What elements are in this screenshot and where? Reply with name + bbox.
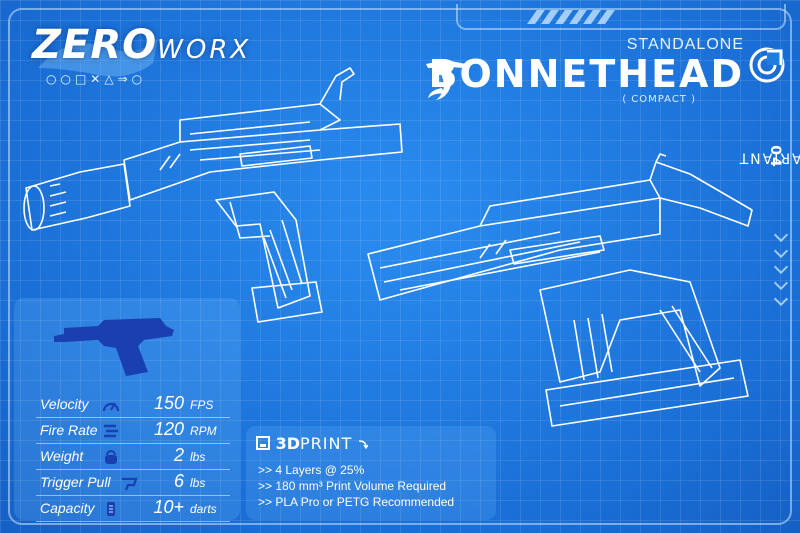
print-word: PRINT — [300, 434, 353, 453]
print-panel: 3DPRINT >> 4 Layers @ 25% >> 180 mm³ Pri… — [246, 426, 496, 520]
stat-label: Velocity — [40, 396, 89, 412]
stat-weight: Weight 2 lbs — [24, 445, 230, 470]
stat-value: 10+ — [153, 497, 184, 517]
title-eyebrow: STANDALONE — [626, 36, 744, 53]
zeroworx-logo: ZEROWORX ○○□✕△⇒○ — [20, 22, 260, 92]
print-heading: 3DPRINT — [256, 434, 369, 453]
frame-tab — [456, 4, 786, 30]
blaster-drawing-side — [367, 153, 753, 427]
logo-thin-text: WORX — [157, 35, 252, 65]
stat-value: 120 — [153, 419, 184, 439]
arrow-down-icon — [358, 440, 369, 450]
kettlebell-icon — [105, 450, 117, 464]
logo-symbols: ○○□✕△⇒○ — [46, 72, 147, 86]
hazard-stripes — [527, 10, 615, 24]
stat-label: Trigger Pull — [40, 474, 111, 490]
speedometer-icon — [102, 402, 120, 412]
blaster-drawing-angled — [23, 67, 403, 323]
print-prefix: 3D — [275, 434, 300, 453]
shark-watermark-icon — [38, 38, 158, 77]
stat-unit: lbs — [190, 476, 206, 490]
stat-value: 150 — [153, 393, 184, 413]
stat-label: Capacity — [40, 500, 95, 516]
stat-fire-rate: Fire Rate 120 RPM — [24, 419, 230, 444]
printer-icon — [256, 436, 270, 450]
stat-unit: RPM — [190, 424, 217, 438]
list-item: >> PLA Pro or PETG Recommended — [258, 495, 455, 509]
stat-trigger-pull: Trigger Pull 6 lbs — [24, 471, 230, 496]
product-subtitle: ( COMPACT ) — [622, 94, 696, 105]
stat-capacity: Capacity 10+ darts — [24, 497, 230, 522]
stat-velocity: Velocity 150 FPS — [24, 393, 230, 418]
stat-unit: lbs — [190, 450, 206, 464]
badge-icon — [749, 47, 785, 83]
stat-label: Fire Rate — [40, 422, 98, 438]
stat-value: 6 — [173, 471, 184, 491]
list-item: >> 180 mm³ Print Volume Required — [258, 479, 447, 493]
trigger-icon — [122, 477, 138, 491]
stat-unit: FPS — [190, 398, 214, 412]
logo-bold-text: ZERO — [32, 22, 158, 68]
blueprint-frame — [8, 8, 792, 525]
print-requirements-list: >> 4 Layers @ 25% >> 180 mm³ Print Volum… — [258, 462, 454, 510]
product-title: BONNETHEAD — [428, 52, 744, 96]
list-item: >> 4 Layers @ 25% — [258, 463, 365, 477]
stats-panel: Velocity 150 FPS Fire Rate 120 RPM Weigh… — [14, 298, 240, 522]
title-block: STANDALONE BONNETHEAD ( COMPACT ) — [429, 36, 744, 105]
stat-value: 2 — [173, 445, 184, 465]
bullets-icon — [104, 424, 118, 438]
blaster-silhouette-icon — [54, 318, 174, 376]
stat-label: Weight — [40, 448, 84, 464]
magazine-icon — [107, 502, 115, 516]
hammerhead-shark-icon — [426, 60, 466, 100]
stat-unit: darts — [190, 502, 217, 516]
